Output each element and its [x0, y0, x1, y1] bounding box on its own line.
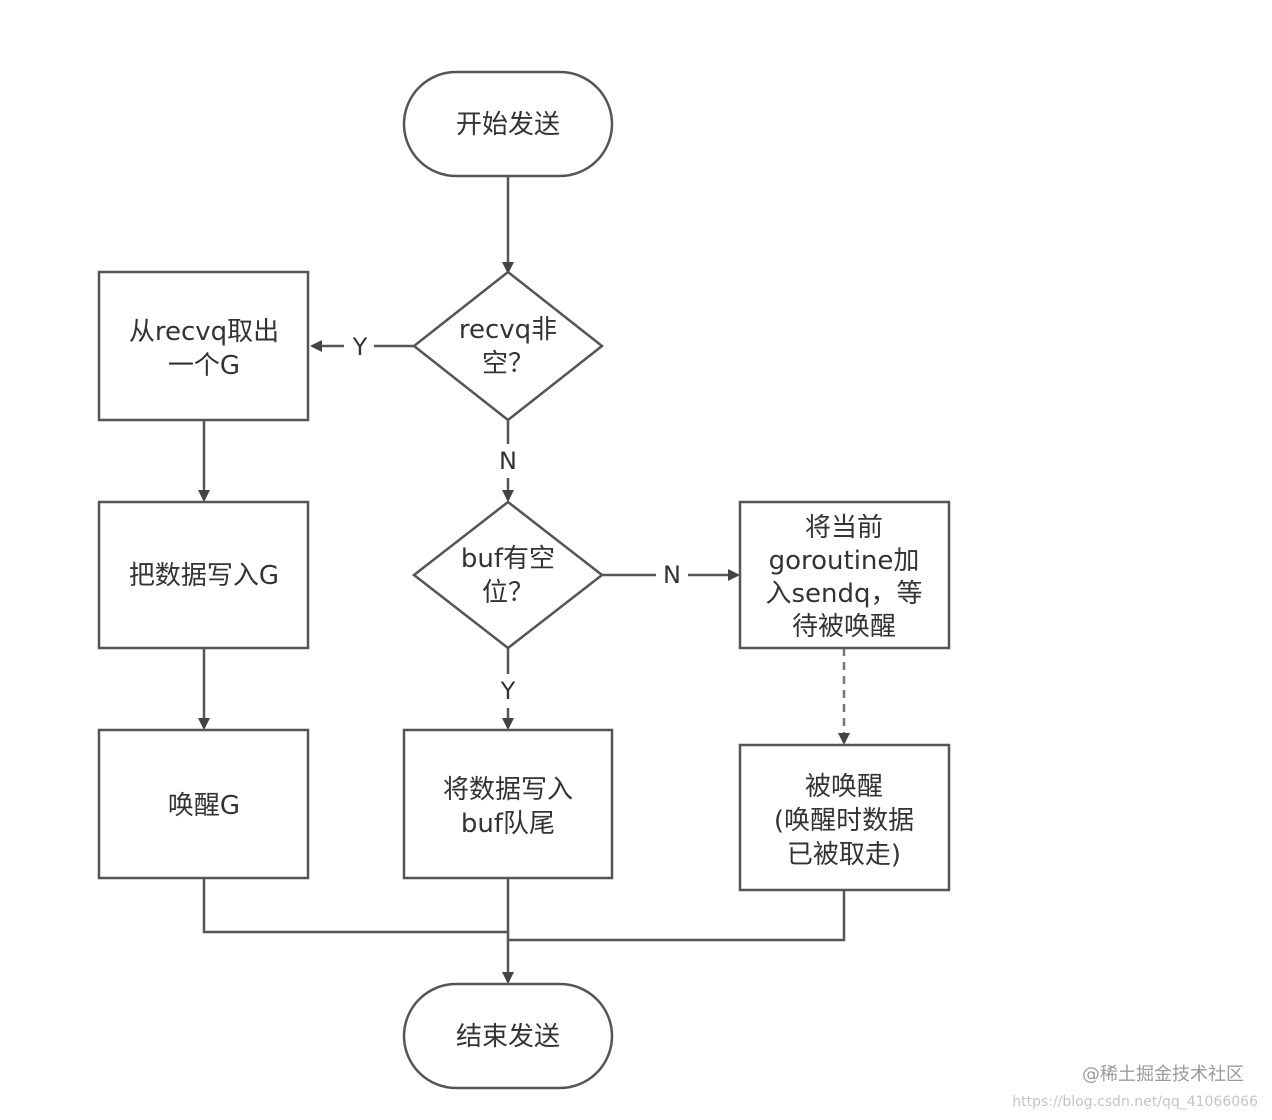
node-enqueue-line3: 入sendq，等: [765, 579, 922, 609]
edge-label-bg-buf-no: [656, 558, 688, 592]
edge-label-buf-yes: Y: [500, 677, 516, 705]
node-write-buf-line2: buf队尾: [461, 809, 555, 839]
edge-woken-to-end: [508, 890, 846, 942]
node-take-g: 从recvq取出 一个G: [97, 270, 310, 422]
node-wake-g: 唤醒G: [97, 728, 310, 880]
watermark-url: https://blog.csdn.net/qq_41066066: [1012, 1094, 1258, 1110]
node-enqueue-sendq: 将当前 goroutine加 入sendq，等 待被唤醒: [738, 500, 951, 650]
node-woken-line2: (唤醒时数据: [774, 806, 914, 836]
node-end-label: 结束发送: [456, 1022, 560, 1052]
edge-label-buf-no: N: [663, 561, 681, 589]
edge-label-recvq-yes: Y: [352, 333, 368, 361]
node-write-buf-line1: 将数据写入: [443, 775, 573, 805]
node-start-label: 开始发送: [456, 110, 560, 140]
watermark-community: @稀土掘金技术社区: [1082, 1064, 1244, 1085]
node-take-g-line1: 从recvq取出: [129, 317, 279, 347]
node-end: 结束发送: [402, 982, 614, 1090]
node-buf-check-line2: 位？: [482, 578, 534, 608]
node-enqueue-line1: 将当前: [805, 513, 883, 543]
node-write-g-label: 把数据写入G: [129, 561, 279, 591]
node-start: 开始发送: [402, 70, 614, 178]
edge-label-recvq-no: N: [499, 447, 517, 475]
node-enqueue-line4: 待被唤醒: [792, 612, 896, 642]
node-buf-check: buf有空 位？: [411, 500, 605, 650]
edge-label-bg-recvq-no: [492, 444, 524, 478]
node-recvq-check: recvq非 空？: [411, 270, 605, 422]
node-write-buf: 将数据写入 buf队尾: [402, 728, 614, 880]
node-buf-check-line1: buf有空: [461, 544, 555, 574]
node-woken-line3: 已被取走): [787, 840, 901, 870]
edge-label-bg-recvq-yes: [344, 330, 374, 362]
node-take-g-line2: 一个G: [168, 351, 240, 381]
node-woken-line1: 被唤醒: [805, 772, 883, 802]
node-recvq-check-line2: 空？: [482, 349, 534, 379]
edge-wake-to-end: [202, 878, 508, 934]
node-recvq-check-line1: recvq非: [459, 315, 557, 345]
node-write-g: 把数据写入G: [97, 500, 310, 650]
node-woken: 被唤醒 (唤醒时数据 已被取走): [738, 743, 951, 892]
node-wake-g-label: 唤醒G: [168, 791, 240, 821]
node-enqueue-line2: goroutine加: [769, 546, 920, 576]
edge-label-bg-buf-yes: [492, 674, 524, 708]
